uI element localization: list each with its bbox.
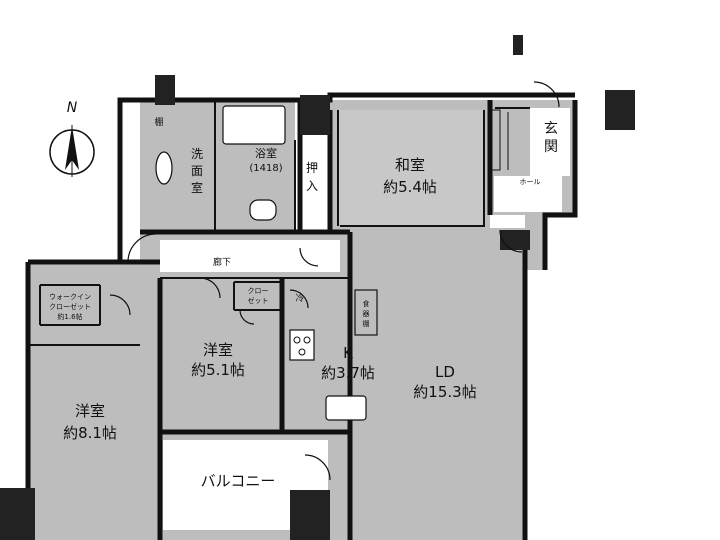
dark-blocks [0,35,635,540]
senmen-line3: 室 [191,180,203,195]
genkan-line1: 玄 [544,120,558,137]
hall-area [494,176,562,212]
door-swings [109,81,560,481]
yoshitsu1-size: 約5.1帖 [191,361,245,379]
closet-line1: クロー [248,287,269,295]
oshiire-line2: 入 [306,179,318,193]
bath-name: 浴室 [255,146,277,160]
yoshitsu2-size: 約8.1帖 [63,424,117,442]
closet-line2: ゼット [248,296,269,305]
senmen-line1: 洗 [191,147,203,161]
compass-north: N [67,100,78,116]
washitsu-size: 約5.4帖 [383,178,437,196]
ld-size: 約15.3帖 [413,383,476,401]
shokkidana-line2: 器 [363,310,370,318]
yoshitsu1-name: 洋室 [203,341,233,359]
sink [155,151,173,185]
genkan-details [487,109,509,171]
kitchen-size: 約3.7帖 [321,364,375,382]
kitchen-sink [325,395,367,421]
corridor-area [160,240,340,272]
fixtures [155,105,378,421]
bathtub [222,105,286,145]
walkin-line3: 約1.6帖 [57,312,82,321]
senmen-line2: 面 [191,164,203,178]
dish-cabinet [354,289,378,336]
balcony-name: バルコニー [201,472,276,490]
toilet [249,199,277,221]
rei-label: 冷 [295,292,304,304]
bath-spec: (1418) [249,163,282,174]
genkan-line2: 関 [544,139,558,155]
washitsu-name: 和室 [395,156,425,174]
hall-name: ホール [520,178,541,186]
genkan-area [530,108,570,176]
kitchen-name: K [343,344,354,362]
tana-label: 棚 [154,116,163,128]
ld-name: LD [435,363,455,381]
burner-1 [293,336,301,344]
shokkidana-line3: 棚 [363,319,370,328]
compass-icon [49,125,95,177]
inner-walls [30,100,530,346]
roka-label: 廊下 [213,256,231,268]
yoshitsu2-name: 洋室 [75,402,105,420]
walkin-line1: ウォークイン [49,293,91,301]
burner-3 [298,348,306,356]
walkin-line2: クローゼット [49,302,91,311]
burner-2 [303,336,311,344]
tatami-area [338,110,484,225]
oshiire-line1: 押 [306,161,318,175]
shokkidana-line1: 食 [363,299,370,308]
